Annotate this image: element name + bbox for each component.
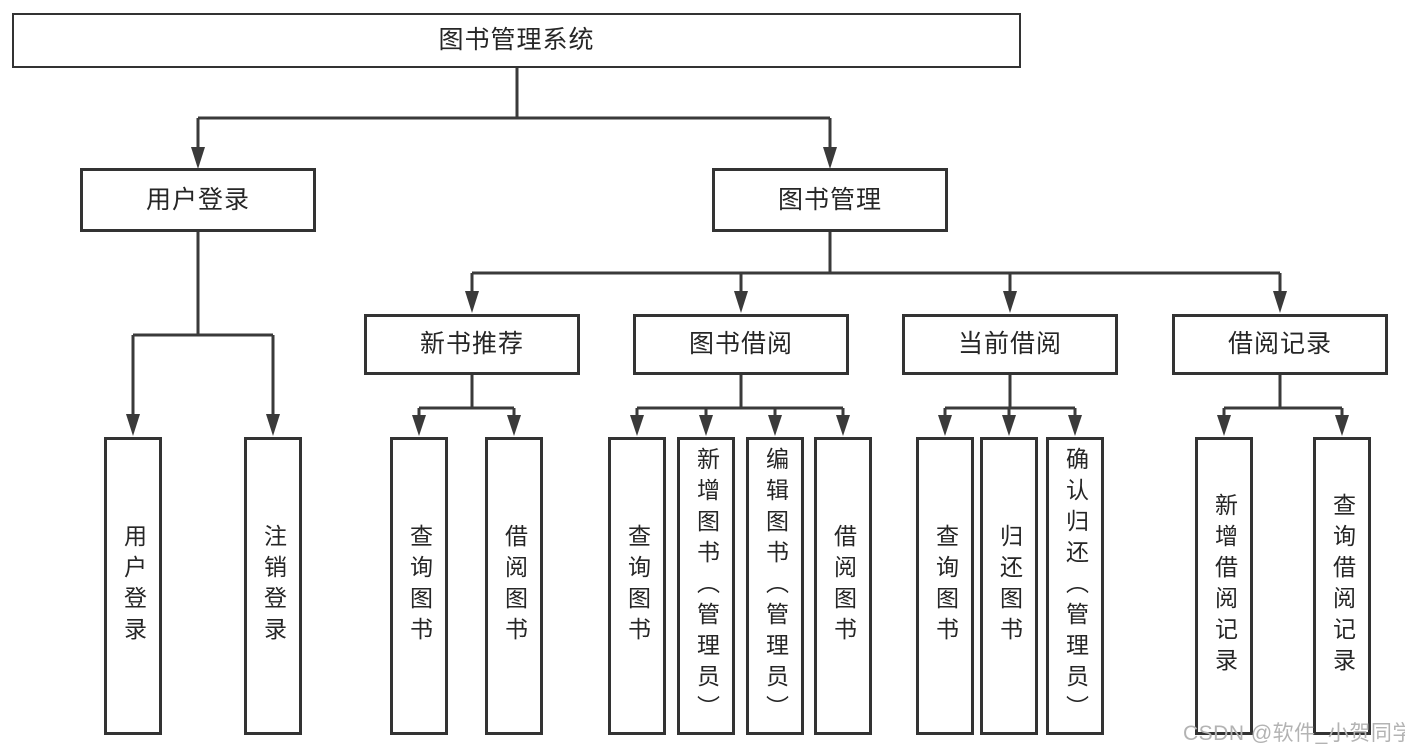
leaf-label: 确认归还（管理员） <box>1062 446 1089 726</box>
leaf-label: 借阅图书 <box>830 524 857 648</box>
leaf-label: 查询借阅记录 <box>1329 493 1356 679</box>
leaf-add-borrow-record: 新增借阅记录 <box>1195 437 1253 735</box>
node-new-book-recommendation: 新书推荐 <box>364 314 580 375</box>
leaf-query-books-current: 查询图书 <box>916 437 974 735</box>
node-current-borrowing: 当前借阅 <box>902 314 1118 375</box>
connector-current-borrow-children <box>938 375 1082 436</box>
leaf-label: 用户登录 <box>120 524 147 648</box>
leaf-label: 借阅图书 <box>501 524 528 648</box>
leaf-query-books-borrow: 查询图书 <box>608 437 666 735</box>
leaf-label: 注销登录 <box>260 524 287 648</box>
connector-user-login-children <box>126 232 280 436</box>
node-borrowing-records: 借阅记录 <box>1172 314 1388 375</box>
leaf-label: 归还图书 <box>996 524 1023 648</box>
leaf-label: 编辑图书（管理员） <box>762 446 789 726</box>
leaf-return-books: 归还图书 <box>980 437 1038 735</box>
leaf-logout: 注销登录 <box>244 437 302 735</box>
leaf-borrow-books: 借阅图书 <box>814 437 872 735</box>
leaf-add-books-admin: 新增图书（管理员） <box>677 437 735 735</box>
leaf-query-borrow-record: 查询借阅记录 <box>1313 437 1371 735</box>
connector-book-borrow-children <box>630 375 850 436</box>
node-book-management: 图书管理 <box>712 168 948 232</box>
node-user-login: 用户登录 <box>80 168 316 232</box>
connector-book-mgmt-children <box>465 232 1287 313</box>
leaf-user-login: 用户登录 <box>104 437 162 735</box>
leaf-label: 查询图书 <box>932 524 959 648</box>
node-book-management-system: 图书管理系统 <box>12 13 1021 68</box>
connector-new-book-children <box>412 375 521 436</box>
node-book-borrowing: 图书借阅 <box>633 314 849 375</box>
leaf-edit-books-admin: 编辑图书（管理员） <box>746 437 804 735</box>
leaf-query-books-recommend: 查询图书 <box>390 437 448 735</box>
leaf-borrow-books-recommend: 借阅图书 <box>485 437 543 735</box>
connector-borrow-records-children <box>1217 375 1349 436</box>
leaf-label: 新增借阅记录 <box>1211 493 1238 679</box>
connector-root-to-level1 <box>191 68 837 169</box>
csdn-watermark: CSDN @软件_小贺同学 <box>1183 722 1405 745</box>
leaf-label: 查询图书 <box>624 524 651 648</box>
leaf-label: 新增图书（管理员） <box>693 446 720 726</box>
leaf-confirm-return-admin: 确认归还（管理员） <box>1046 437 1104 735</box>
leaf-label: 查询图书 <box>406 524 433 648</box>
